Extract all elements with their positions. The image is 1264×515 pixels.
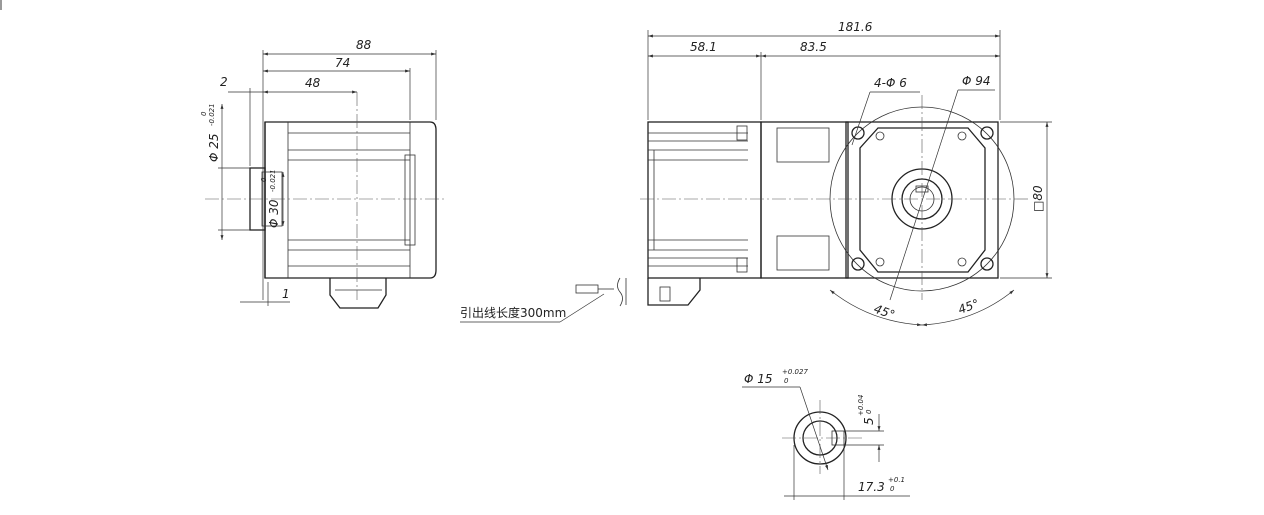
cable-end <box>575 284 599 294</box>
key-tol-lower: 0 <box>865 409 873 414</box>
connector-pin <box>659 286 671 302</box>
dim-flange-offset: 48 <box>305 76 321 90</box>
angle-left-label: 45° <box>872 302 897 322</box>
detail-dia-tol-upper: +0.027 <box>782 368 808 376</box>
detail-dia-leader <box>799 386 829 471</box>
side-view: 88 74 48 2 1 Φ 25 0 -0.021 Φ 30 0 -0.021 <box>200 38 445 309</box>
motor-body-outline <box>264 121 437 279</box>
connector-housing <box>329 278 387 309</box>
key-height-tol-upper: +0.1 <box>888 476 905 484</box>
pcd-label: Φ 94 <box>962 74 991 88</box>
shaft-tol-upper: 0 <box>200 111 208 116</box>
dim-total-length: 181.6 <box>838 20 873 34</box>
dim-gearbox-length: 83.5 <box>800 40 827 54</box>
front-view: 181.6 58.1 83.5 4-Φ 6 Φ 94 □80 45° 45° 引… <box>460 20 1052 327</box>
shaft-tol-lower: -0.021 <box>208 103 216 126</box>
lead-note-leader <box>559 293 605 323</box>
square-label: □80 <box>1031 185 1045 212</box>
motor-fins <box>648 125 748 273</box>
front-connector <box>647 278 701 306</box>
cooling-fins <box>288 132 416 267</box>
dim-motor-length: 58.1 <box>690 40 717 54</box>
key-tol-upper: +0.04 <box>857 395 865 416</box>
angle-arc-left <box>829 289 923 327</box>
mount-holes <box>851 126 994 271</box>
gearbox-flange-octagon <box>859 127 986 273</box>
key-width-text: 5 <box>862 417 876 425</box>
pcd-leader <box>889 89 959 301</box>
mount-holes-label: 4-Φ 6 <box>874 76 907 90</box>
angle-arc-right <box>921 289 1015 327</box>
detail-dia-label: Φ 15 <box>744 372 773 386</box>
pilot-tol-upper: 0 <box>260 177 268 182</box>
dim-pilot-step: 2 <box>220 75 228 89</box>
lead-length-note: 引出线长度300mm <box>460 305 566 320</box>
dim-body-length: 74 <box>335 56 350 70</box>
dim-flange-thickness: 1 <box>282 287 290 301</box>
pilot-dia-text: Φ 30 <box>267 199 281 228</box>
cable-break-curve <box>617 277 623 307</box>
angle-right-label: 45° <box>956 296 981 316</box>
shaft-dia-text: Φ 25 <box>207 133 221 162</box>
pilot-tol-lower: -0.021 <box>269 169 277 192</box>
dim-overall-length: 88 <box>356 38 372 52</box>
gearbox-rib-bottom <box>776 235 830 271</box>
gearbox-section <box>760 121 849 279</box>
holes-leader <box>851 91 871 146</box>
pilot-dia-label: Φ 30 0 -0.021 <box>260 169 281 228</box>
shaft-detail: Φ 15 +0.027 0 5 +0.04 0 17.3 +0.1 0 <box>742 368 910 500</box>
gearbox-rib-top <box>776 127 830 163</box>
key-height-tol-lower: 0 <box>890 485 895 493</box>
key-width-label: 5 +0.04 0 <box>857 395 876 425</box>
motor-section <box>647 121 762 279</box>
detail-dia-tol-lower: 0 <box>784 377 789 385</box>
shaft-dia-label: Φ 25 0 -0.021 <box>200 103 221 162</box>
key-height-label: 17.3 <box>858 480 885 494</box>
